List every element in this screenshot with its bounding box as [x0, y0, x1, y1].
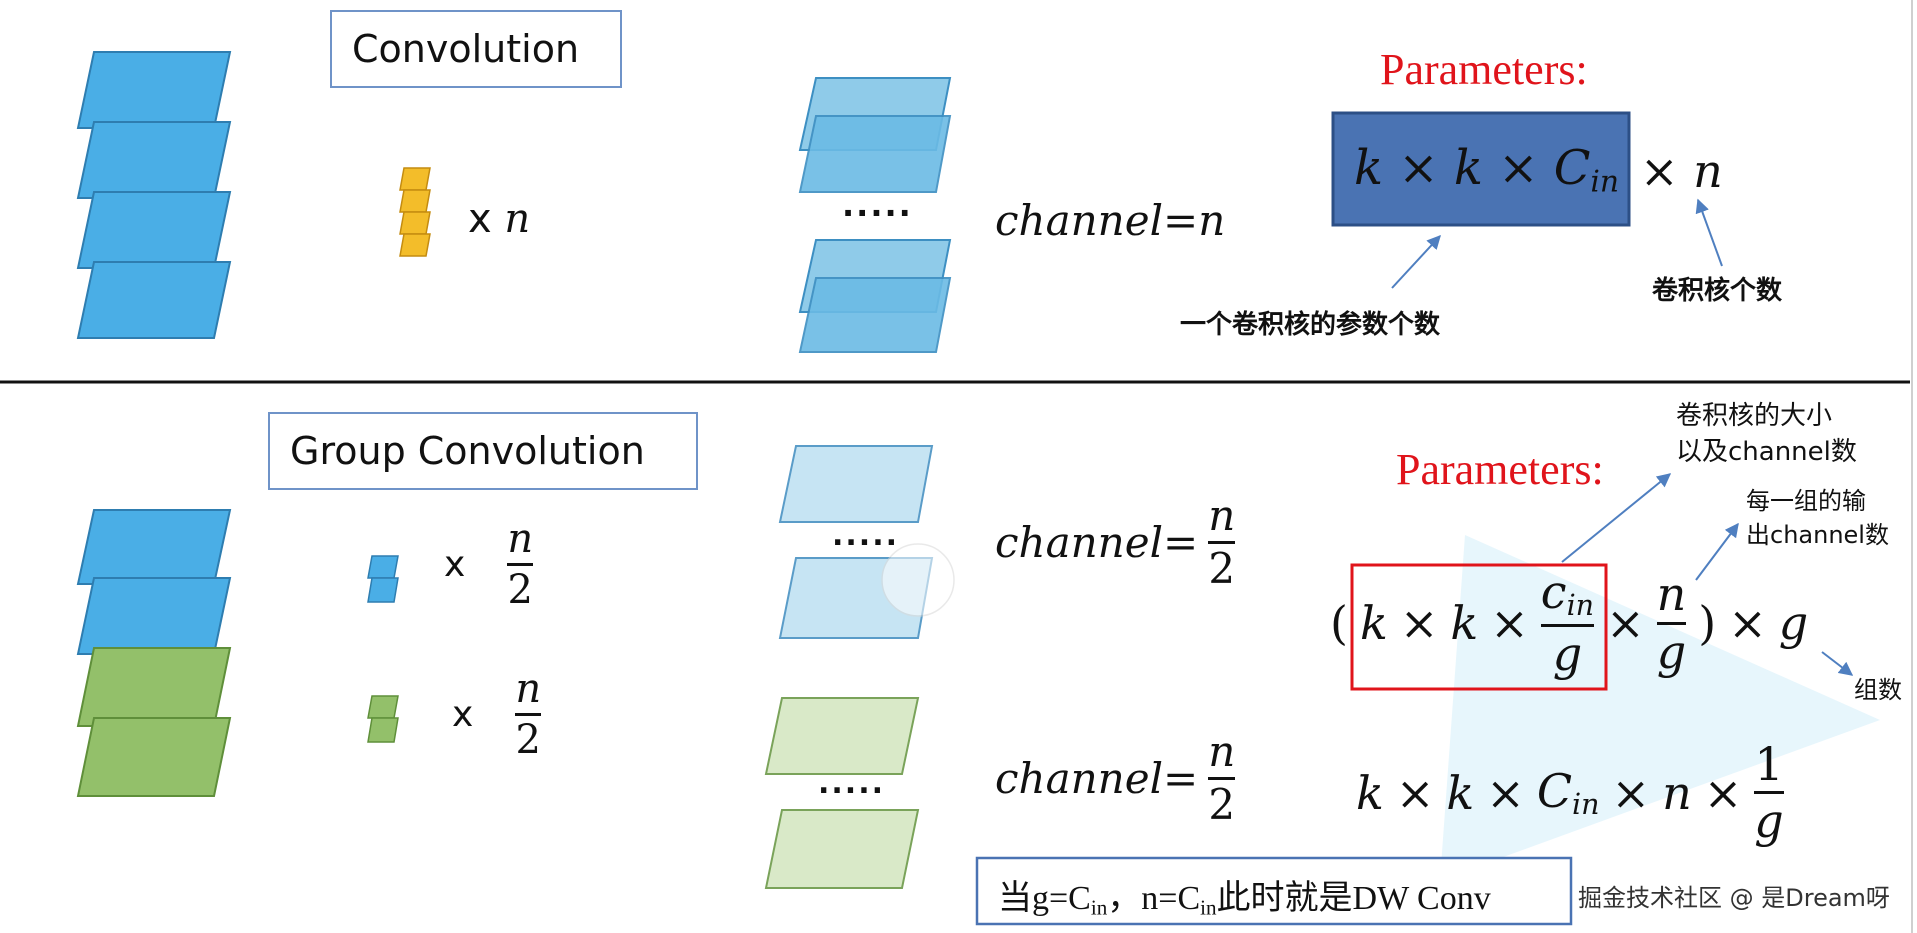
dw-conv-note: 当g=Cin，n=Cin此时就是DW Conv: [998, 880, 1491, 920]
fraction-n-over-2: n 2: [515, 666, 542, 763]
top-output-stack-1: [798, 77, 952, 193]
top-ellipsis: .....: [842, 186, 913, 224]
arrow-groups: [1821, 651, 1854, 676]
group-formula-simplified: k × k × Cin × n × 1 g: [1356, 737, 1784, 849]
top-kernel-stack: [399, 167, 431, 257]
annot-kernel-size: 卷积核的大小 以及channel数: [1676, 401, 1857, 467]
bottom-multiplier-1: x n 2: [444, 516, 534, 613]
bottom-output-blue-1: [778, 445, 934, 523]
fraction-cin-over-g: cin g: [1540, 565, 1595, 682]
bottom-kernel-blue: [367, 555, 399, 603]
group-convolution-title-box: Group Convolution: [268, 412, 698, 490]
background-triangle: [1440, 535, 1880, 880]
fraction-n-over-2: n 2: [507, 516, 534, 613]
arrow-kernel-size: [1561, 473, 1672, 563]
n-label: n: [504, 196, 531, 242]
note-box: [975, 856, 1573, 926]
bottom-channel-1: channel= n 2: [995, 491, 1236, 594]
bottom-parameters-title: Parameters:: [1396, 445, 1604, 494]
bottom-ellipsis-1: .....: [832, 518, 899, 553]
fraction-1-over-g: 1 g: [1754, 737, 1784, 849]
arrow-kernel-params: [1391, 234, 1441, 289]
group-formula: ( k × k × cin g × n g ) × g: [1330, 565, 1809, 682]
bottom-ellipsis-2: .....: [818, 766, 885, 801]
bottom-output-green-1: [764, 697, 920, 775]
top-formula: k × k × Cin: [1354, 140, 1620, 200]
arrow-kernel-count: [1695, 198, 1723, 267]
top-kernel-multiplier: x n: [468, 196, 530, 242]
top-channel-label: channel=n: [995, 196, 1226, 245]
bottom-output-green-2: [764, 809, 920, 889]
top-formula-count: × n: [1640, 144, 1723, 198]
top-formula-box: [1331, 111, 1631, 227]
annot-kernel-count: 卷积核个数: [1652, 276, 1783, 306]
red-highlight-box: [1350, 563, 1608, 691]
arrow-group-out: [1695, 522, 1739, 581]
annot-group-out: 每一组的输 出channel数: [1746, 487, 1889, 549]
top-input-stack: [76, 51, 232, 339]
convolution-title: Convolution: [352, 27, 580, 71]
times-x-label: x: [468, 196, 492, 242]
bottom-kernel-green: [367, 695, 399, 743]
watermark: 掘金技术社区 @ 是Dream呀: [1578, 884, 1890, 912]
top-parameters-title: Parameters:: [1380, 45, 1588, 94]
bottom-multiplier-2: x n 2: [452, 666, 542, 763]
group-convolution-title: Group Convolution: [290, 429, 645, 473]
bottom-channel-2: channel= n 2: [995, 727, 1236, 830]
top-output-stack-2: [798, 239, 952, 353]
convolution-title-box: Convolution: [330, 10, 622, 88]
annot-kernel-params: 一个卷积核的参数个数: [1180, 310, 1441, 340]
annot-groups: 组数: [1854, 676, 1902, 704]
fraction-n-over-g: n g: [1656, 567, 1687, 679]
bottom-input-stack: [76, 509, 232, 797]
cursor-overlay: [881, 543, 955, 617]
